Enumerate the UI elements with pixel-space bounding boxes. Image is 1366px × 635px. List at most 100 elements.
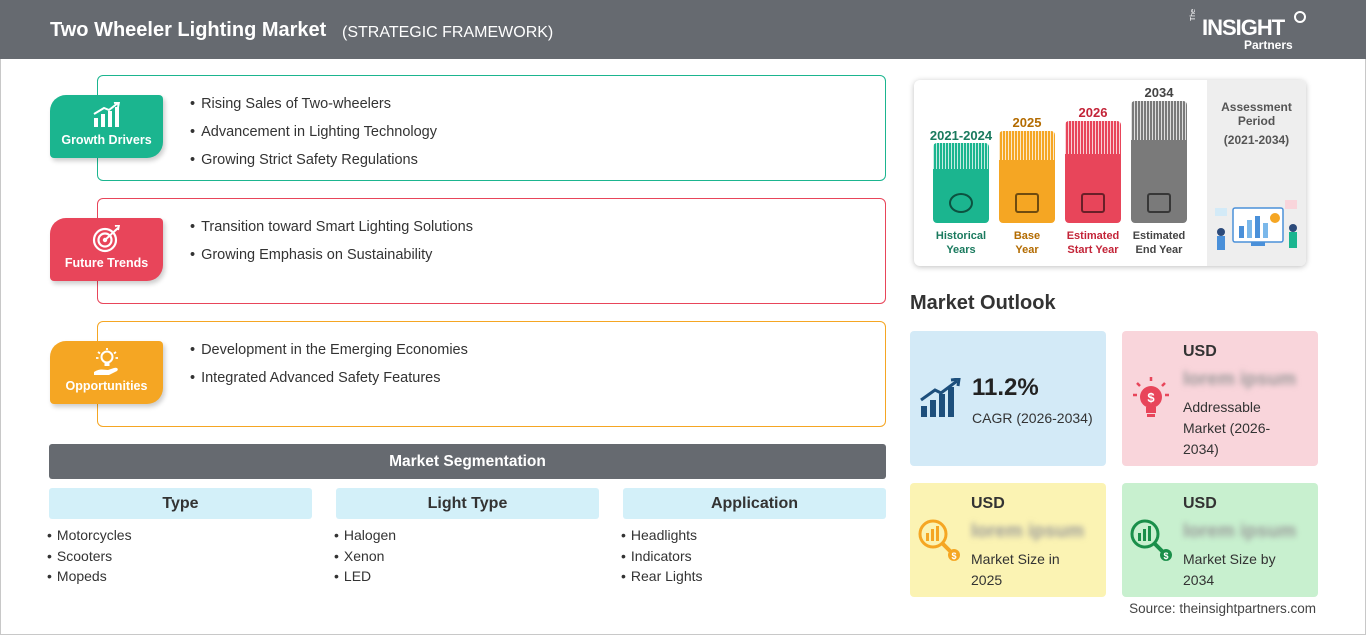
assessment-period-panel: Assessment Period (2021-2034) — [1207, 80, 1306, 266]
svg-text:$: $ — [1163, 551, 1168, 561]
list-item: Motorcycles — [47, 527, 132, 548]
market-size-2034-label: Market Size by 2034 — [1183, 551, 1276, 588]
source-credit: Source: theinsightpartners.com — [1129, 601, 1316, 616]
currency-label: USD — [971, 495, 1005, 512]
column-stripes — [1131, 101, 1187, 140]
addressable-market-label: Addressable Market (2026-2034) — [1183, 399, 1271, 457]
page-title: Two Wheeler Lighting Market — [50, 19, 327, 41]
list-item: Development in the Emerging Economies — [190, 342, 468, 370]
end-year-icon — [1147, 193, 1171, 213]
growth-chart-icon — [93, 102, 121, 127]
svg-text:$: $ — [1147, 390, 1155, 405]
caption-line: Estimated — [1132, 230, 1186, 242]
caption-line: Base — [1013, 230, 1041, 242]
list-item: Growing Emphasis on Sustainability — [190, 247, 473, 275]
market-size-2034-card: USD lorem ipsum Market Size by 2034 $ — [1122, 483, 1318, 597]
list-item: Indicators — [621, 548, 703, 569]
segment-list-type: Motorcycles Scooters Mopeds — [47, 527, 132, 589]
list-item: Growing Strict Safety Regulations — [190, 152, 437, 180]
growth-drivers-list: Rising Sales of Two-wheelers Advancement… — [190, 96, 437, 180]
timeline-column — [1131, 101, 1187, 223]
page-subtitle: (STRATEGIC FRAMEWORK) — [342, 24, 554, 41]
currency-label: USD — [1183, 343, 1217, 360]
list-item: Rising Sales of Two-wheelers — [190, 96, 437, 124]
idea-dollar-icon: $ — [1133, 377, 1169, 417]
caption-line: Historical — [935, 230, 987, 242]
market-size-2025-label: Market Size in 2025 — [971, 551, 1060, 588]
list-item: Scooters — [47, 548, 132, 569]
cagr-value: 11.2% — [972, 374, 1039, 401]
caption-line: Start Year — [1067, 244, 1119, 256]
growth-drivers-tag: Growth Drivers — [50, 95, 163, 158]
insight-partners-logo[interactable]: The INSIGHT Partners — [1190, 8, 1310, 53]
addressable-market-card: USD lorem ipsum Addressable Market (2026… — [1122, 331, 1318, 466]
logo-word: INSIGHT — [1202, 15, 1285, 40]
list-item: Mopeds — [47, 568, 132, 589]
timeline-column — [999, 131, 1055, 223]
opportunities-box: Development in the Emerging Economies In… — [97, 321, 886, 427]
segment-header-light-type: Light Type — [336, 488, 599, 519]
opportunities-list: Development in the Emerging Economies In… — [190, 342, 468, 398]
list-item: Transition toward Smart Lighting Solutio… — [190, 219, 473, 247]
list-item: Advancement in Lighting Technology — [190, 124, 437, 152]
timeline-year: 2026 — [1078, 105, 1108, 120]
future-trends-tag: Future Trends — [50, 218, 163, 281]
column-stripes — [999, 131, 1055, 160]
caption-line: End Year — [1135, 244, 1183, 256]
future-trends-label: Future Trends — [64, 256, 149, 270]
calendar-icon — [1015, 193, 1039, 213]
cagr-card — [910, 331, 1106, 466]
magnifier-dollar-icon: $ — [1130, 519, 1172, 561]
blurred-value: lorem ipsum — [1183, 521, 1296, 542]
blurred-value: lorem ipsum — [1183, 369, 1296, 390]
segment-header-application: Application — [623, 488, 886, 519]
history-icon — [949, 193, 973, 213]
caption-line: Year — [1015, 244, 1039, 256]
analytics-illustration-icon — [1215, 200, 1297, 250]
segment-list-light-type: Halogen Xenon LED — [334, 527, 396, 589]
segment-header-type: Type — [49, 488, 312, 519]
opportunities-tag: Opportunities — [50, 341, 163, 404]
future-trends-list: Transition toward Smart Lighting Solutio… — [190, 219, 473, 275]
cagr-label: CAGR (2026-2034) — [972, 410, 1093, 426]
caption-line: Estimated — [1066, 230, 1120, 242]
svg-text:$: $ — [951, 551, 956, 561]
segment-list-application: Headlights Indicators Rear Lights — [621, 527, 703, 589]
column-stripes — [1065, 121, 1121, 154]
list-item: Rear Lights — [621, 568, 703, 589]
timeline-column — [1065, 121, 1121, 223]
currency-label: USD — [1183, 495, 1217, 512]
timeline-column — [933, 143, 989, 223]
blurred-value: lorem ipsum — [971, 521, 1084, 542]
lightbulb-hand-icon — [94, 348, 118, 375]
growth-chart-icon — [920, 378, 961, 417]
logo-the: The — [1190, 8, 1197, 21]
timeline-year: 2021-2024 — [929, 128, 993, 143]
list-item: LED — [334, 568, 396, 589]
list-item: Halogen — [334, 527, 396, 548]
column-stripes — [933, 143, 989, 169]
assessment-title: Assessment Period — [1221, 100, 1292, 128]
timeline-year: 2034 — [1144, 85, 1174, 100]
assessment-period: (2021-2034) — [1223, 133, 1290, 147]
list-item: Integrated Advanced Safety Features — [190, 370, 468, 398]
segmentation-title: Market Segmentation — [49, 444, 886, 479]
header-bar: Two Wheeler Lighting Market (STRATEGIC F… — [0, 0, 1366, 59]
target-icon — [92, 225, 121, 253]
opportunities-label: Opportunities — [65, 379, 148, 393]
start-year-icon — [1081, 193, 1105, 213]
timeline-year: 2025 — [1012, 115, 1042, 130]
logo-partners: Partners — [1244, 38, 1293, 52]
caption-line: Years — [946, 244, 976, 256]
growth-drivers-label: Growth Drivers — [61, 133, 152, 147]
market-outlook-title: Market Outlook — [910, 292, 1056, 314]
growth-drivers-box: Rising Sales of Two-wheelers Advancement… — [97, 75, 886, 181]
market-size-2025-card: USD lorem ipsum Market Size in 2025 $ — [910, 483, 1106, 597]
future-trends-box: Transition toward Smart Lighting Solutio… — [97, 198, 886, 304]
list-item: Xenon — [334, 548, 396, 569]
list-item: Headlights — [621, 527, 703, 548]
